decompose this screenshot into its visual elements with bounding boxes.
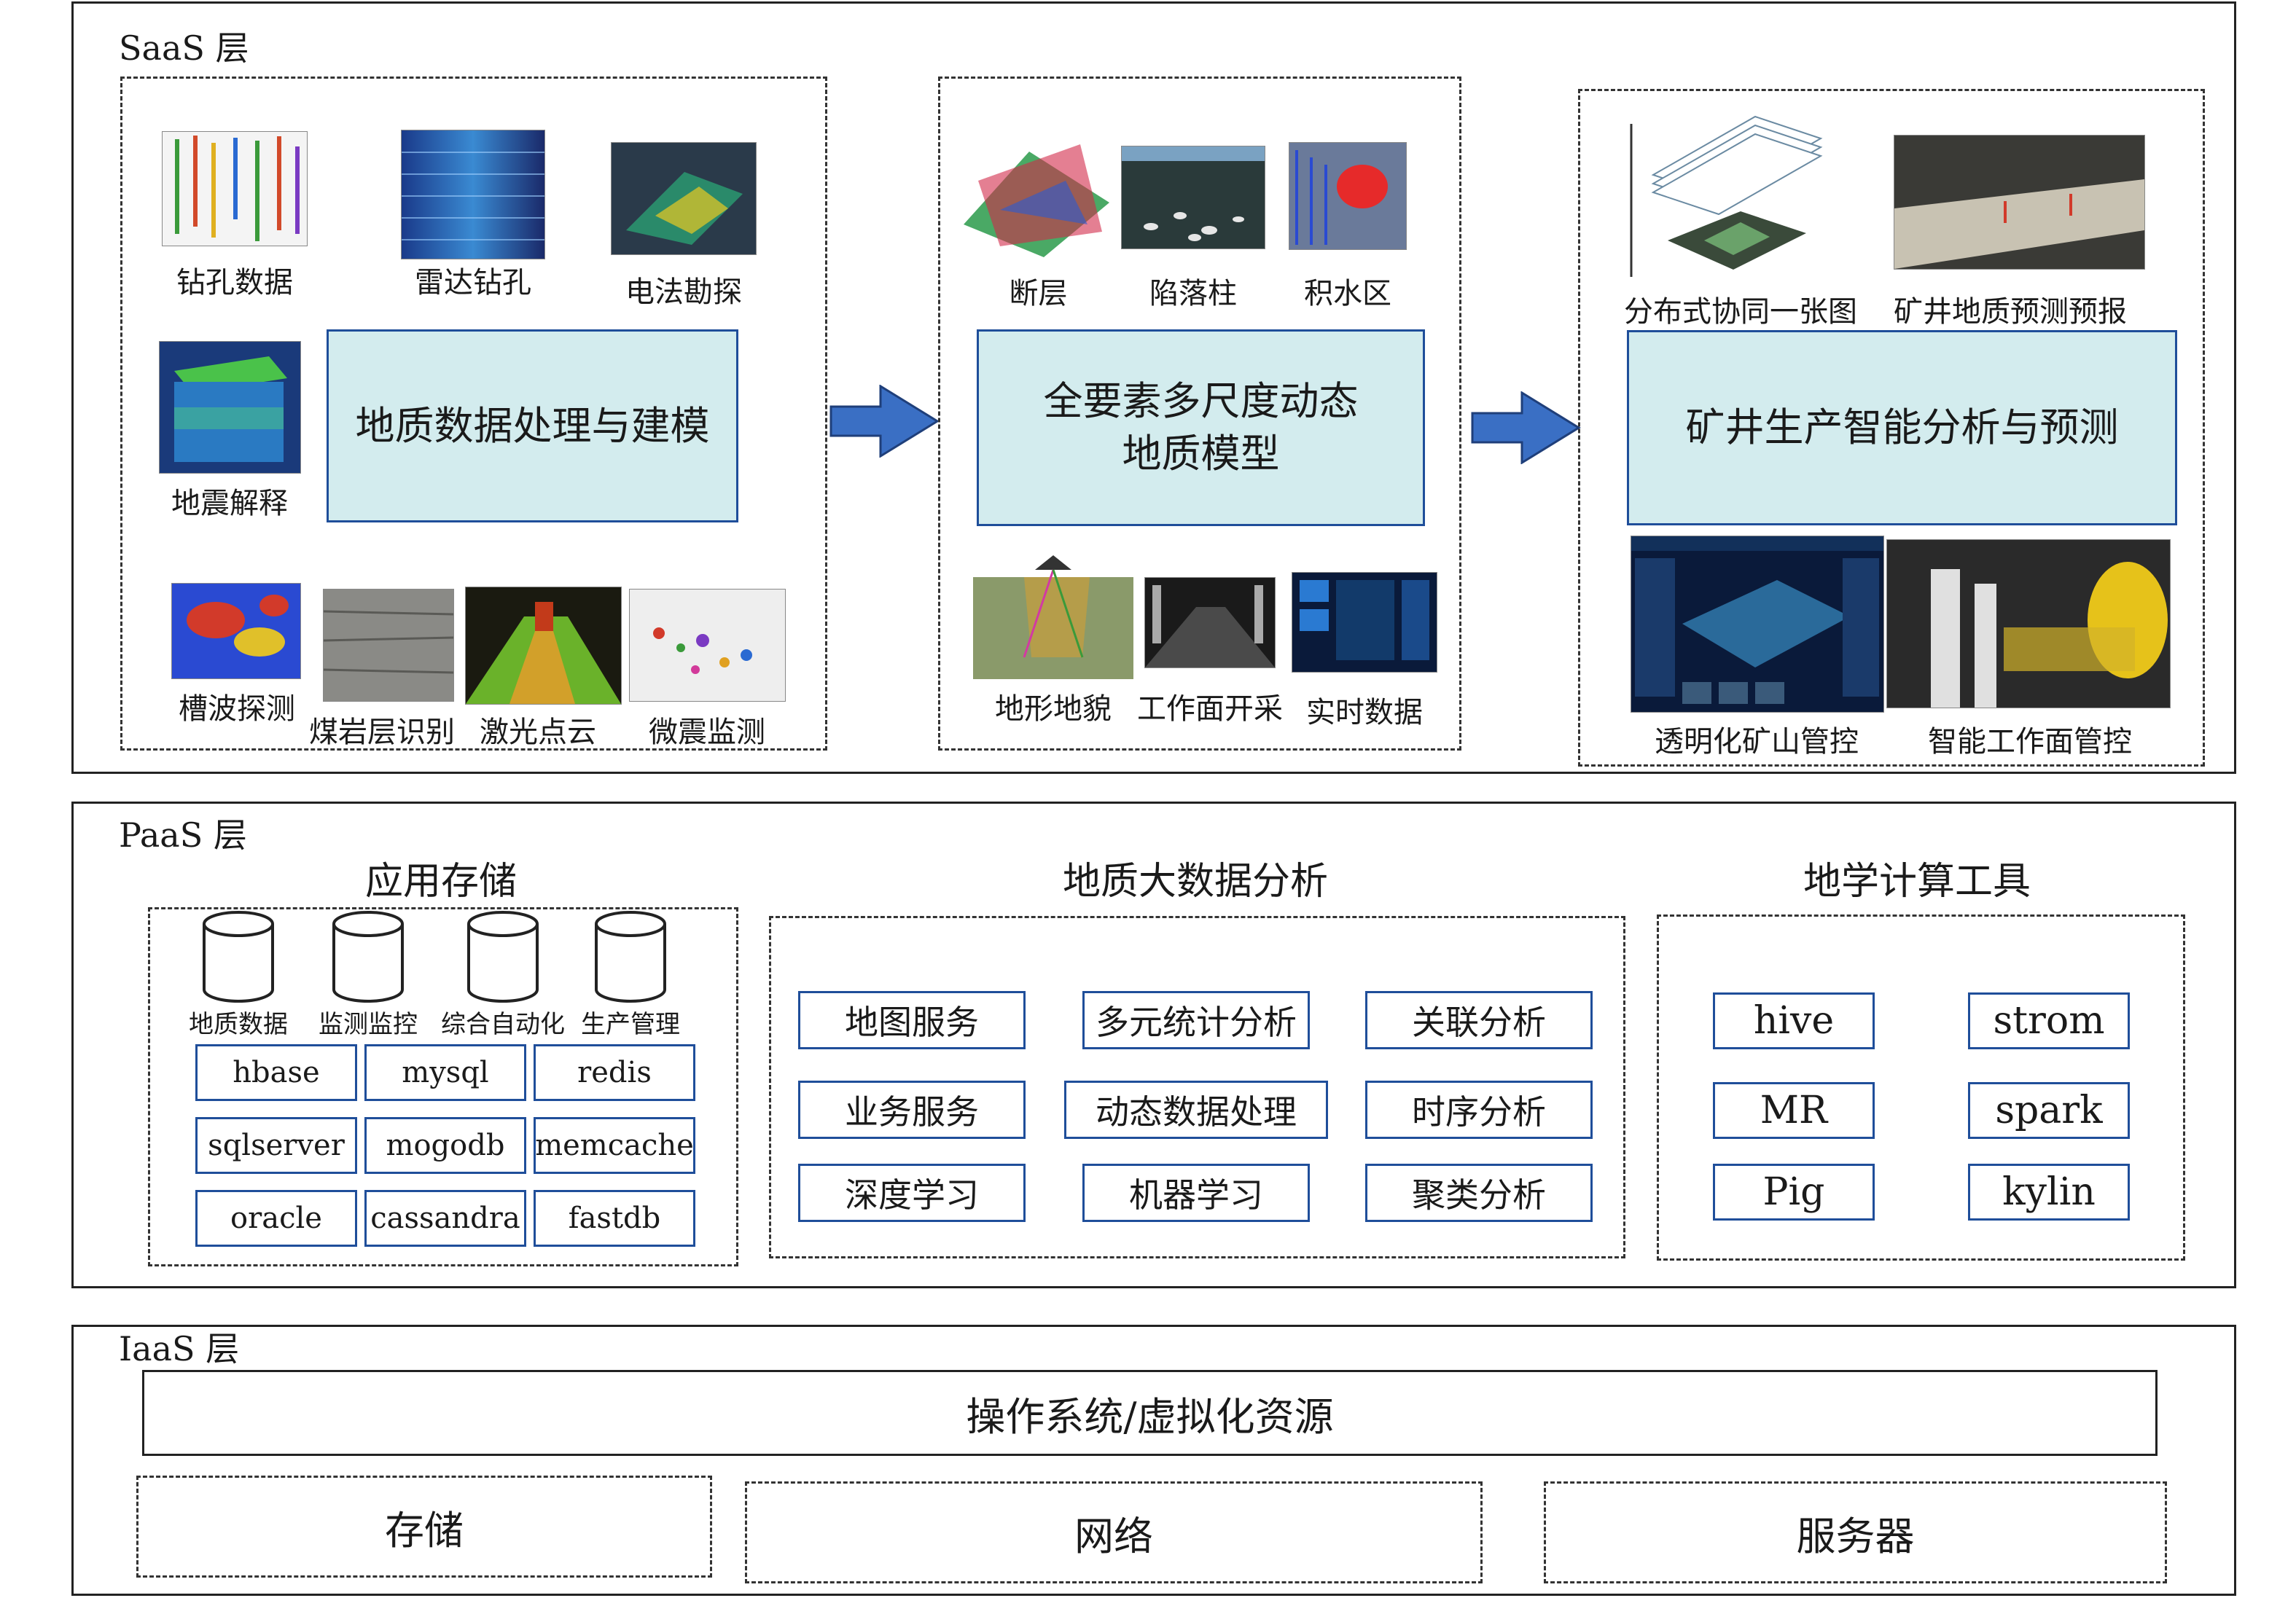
geo-data-modeling-box: 地质数据处理与建模 <box>327 329 738 522</box>
collapse-column-caption: 陷落柱 <box>1149 277 1237 310</box>
collab-map-caption: 分布式协同一张图 <box>1624 295 1857 329</box>
microseismic-caption: 微震监测 <box>649 716 765 749</box>
laser-pointcloud-caption: 激光点云 <box>480 716 596 749</box>
collapse-column-image <box>1121 146 1265 249</box>
database-icon <box>203 911 274 1003</box>
engine-fastdb: fastdb <box>534 1190 695 1247</box>
database-icon <box>467 911 539 1003</box>
tools-section <box>1657 914 2185 1261</box>
db-automation <box>463 909 543 1004</box>
clustering-analysis-box: 聚类分析 <box>1365 1164 1593 1222</box>
water-area-caption: 积水区 <box>1304 277 1391 310</box>
smart-face-caption: 智能工作面管控 <box>1928 725 2132 759</box>
transparent-mine-image <box>1631 536 1884 713</box>
os-virtualization-box: 操作系统/虚拟化资源 <box>142 1370 2158 1456</box>
db-geo-data-caption: 地质数据 <box>189 1010 288 1039</box>
machine-learning-box: 机器学习 <box>1082 1164 1310 1222</box>
db-geo-data <box>198 909 278 1004</box>
transparent-mine-caption: 透明化矿山管控 <box>1655 725 1859 759</box>
engine-redis: redis <box>534 1044 695 1101</box>
storage-section <box>148 907 738 1266</box>
dynamic-data-processing-box: 动态数据处理 <box>1064 1081 1328 1139</box>
db-production <box>590 909 671 1004</box>
database-icon <box>332 911 404 1003</box>
engine-memcache: memcache <box>534 1117 695 1174</box>
tools-section-title: 地学计算工具 <box>1803 860 2031 904</box>
dynamic-geo-model-line1: 全要素多尺度动态 <box>1043 378 1359 424</box>
borehole-data-caption: 钻孔数据 <box>176 266 293 299</box>
paas-layer-title: PaaS 层 <box>119 815 247 855</box>
storage-section-title: 应用存储 <box>364 860 517 904</box>
iaas-server-box: 服务器 <box>1544 1481 2167 1583</box>
channel-wave-image <box>171 583 301 679</box>
saas-layer <box>71 1 2236 774</box>
saas-group-intelligent-analysis <box>1578 89 2205 767</box>
business-service-box: 业务服务 <box>798 1081 1026 1139</box>
db-production-caption: 生产管理 <box>581 1010 680 1039</box>
flow-arrow-1 <box>829 385 940 458</box>
tool-kylin: kylin <box>1968 1164 2130 1221</box>
radar-borehole-image <box>401 130 545 259</box>
saas-group-data-processing <box>120 77 827 751</box>
deep-learning-box: 深度学习 <box>798 1164 1026 1222</box>
face-mining-image <box>1144 577 1276 668</box>
engine-mysql: mysql <box>364 1044 526 1101</box>
microseismic-image <box>629 589 786 702</box>
geo-forecast-image <box>1894 135 2145 270</box>
tool-hive: hive <box>1713 992 1875 1049</box>
laser-pointcloud-image <box>465 587 622 705</box>
iaas-storage-box: 存储 <box>136 1476 712 1578</box>
db-monitoring-caption: 监测监控 <box>319 1010 418 1039</box>
seismic-interpretation-caption: 地震解释 <box>171 487 288 520</box>
smart-face-image <box>1886 539 2171 708</box>
collab-map-image <box>1624 109 1834 278</box>
tool-mr: MR <box>1713 1082 1875 1139</box>
radar-borehole-caption: 雷达钻孔 <box>415 266 531 299</box>
water-area-image <box>1289 142 1407 250</box>
geo-forecast-caption: 矿井地质预测预报 <box>1894 295 2127 329</box>
analysis-section <box>769 916 1625 1258</box>
borehole-data-image <box>162 131 308 246</box>
paas-layer <box>71 802 2236 1288</box>
fault-image <box>956 137 1120 262</box>
saas-layer-title: SaaS 层 <box>119 28 249 68</box>
dynamic-geo-model-box: 全要素多尺度动态 地质模型 <box>977 329 1425 526</box>
electrical-survey-image <box>611 142 757 255</box>
flow-arrow-2 <box>1471 391 1582 464</box>
map-service-box: 地图服务 <box>798 991 1026 1049</box>
analysis-section-title: 地质大数据分析 <box>1062 860 1328 904</box>
engine-hbase: hbase <box>195 1044 357 1101</box>
db-automation-caption: 综合自动化 <box>441 1010 565 1039</box>
tool-spark: spark <box>1968 1082 2130 1139</box>
db-monitoring <box>328 909 408 1004</box>
intelligent-analysis-box: 矿井生产智能分析与预测 <box>1627 330 2177 525</box>
tool-pig: Pig <box>1713 1164 1875 1221</box>
engine-mogodb: mogodb <box>364 1117 526 1174</box>
engine-cassandra: cassandra <box>364 1190 526 1247</box>
iaas-network-box: 网络 <box>745 1481 1483 1583</box>
saas-group-dynamic-model <box>938 77 1461 751</box>
fault-caption: 断层 <box>1009 277 1068 310</box>
dynamic-geo-model-line2: 地质模型 <box>1122 431 1280 477</box>
tool-strom: strom <box>1968 992 2130 1049</box>
face-mining-caption: 工作面开采 <box>1137 692 1283 726</box>
multivariate-analysis-box: 多元统计分析 <box>1082 991 1310 1049</box>
terrain-image <box>973 548 1133 679</box>
terrain-caption: 地形地貌 <box>995 692 1112 726</box>
electrical-survey-caption: 电法勘探 <box>625 275 742 309</box>
engine-sqlserver: sqlserver <box>195 1117 357 1174</box>
timeseries-analysis-box: 时序分析 <box>1365 1081 1593 1139</box>
channel-wave-caption: 槽波探测 <box>179 692 295 726</box>
coal-rock-image <box>323 589 454 702</box>
coal-rock-caption: 煤岩层识别 <box>309 716 455 749</box>
realtime-data-image <box>1292 572 1437 673</box>
database-icon <box>595 911 666 1003</box>
iaas-layer <box>71 1325 2236 1596</box>
seismic-interpretation-image <box>159 341 301 474</box>
correlation-analysis-box: 关联分析 <box>1365 991 1593 1049</box>
iaas-layer-title: IaaS 层 <box>119 1329 240 1368</box>
realtime-data-caption: 实时数据 <box>1306 696 1423 729</box>
engine-oracle: oracle <box>195 1190 357 1247</box>
